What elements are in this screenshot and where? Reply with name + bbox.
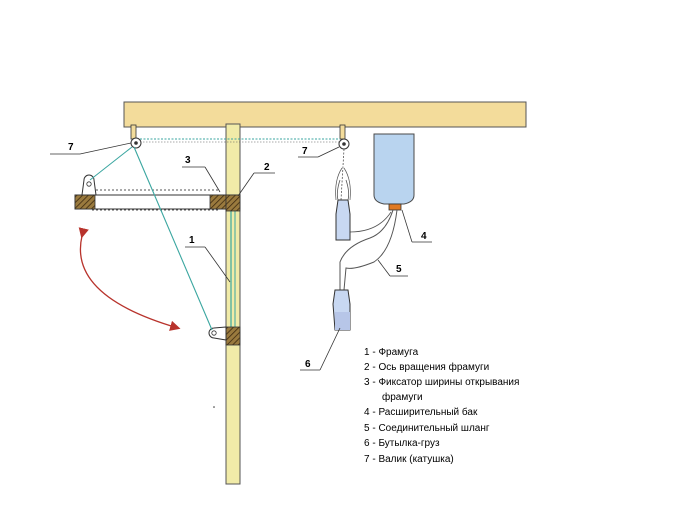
label-axis: 2 xyxy=(264,162,270,173)
legend-item-5: 5 - Соединительный шланг xyxy=(364,423,490,434)
legend-item-4: 4 - Расширительный бак xyxy=(364,406,478,418)
cable-to-bottle xyxy=(340,148,345,201)
cable-to-eye xyxy=(89,146,133,181)
upper-bottle xyxy=(335,199,351,241)
ceiling-beam xyxy=(123,101,527,128)
label-bottle: 6 xyxy=(305,359,311,370)
legend: 1 - Фрамуга 2 - Ось вращения фрамуги 3 -… xyxy=(364,347,519,465)
hose-upper xyxy=(345,211,392,233)
axis-block xyxy=(225,194,241,212)
legend-item-6: 6 - Бутылка-груз xyxy=(364,438,440,449)
label-fixer: 3 xyxy=(185,155,191,166)
label-roller-left: 7 xyxy=(68,142,74,153)
connecting-hose-b xyxy=(343,209,398,291)
expansion-tank xyxy=(373,133,415,205)
lower-eye xyxy=(208,326,227,341)
vertical-post xyxy=(225,123,241,485)
rotation-arrow xyxy=(78,227,181,331)
label-roller-right: 7 xyxy=(302,146,308,157)
cable-diagonal xyxy=(133,146,213,331)
legend-item-1: 1 - Фрамуга xyxy=(364,347,419,358)
lower-block xyxy=(225,326,241,346)
label-frame: 1 xyxy=(189,235,195,246)
label-hose: 5 xyxy=(396,264,402,275)
fixer-mid xyxy=(209,194,227,210)
legend-item-2: 2 - Ось вращения фрамуги xyxy=(364,361,489,373)
legend-item-3: 3 - Фиксатор ширины открывания xyxy=(364,377,519,388)
tank-neck xyxy=(388,203,402,211)
label-tank: 4 xyxy=(421,231,427,242)
connecting-hose xyxy=(339,209,394,290)
legend-item-3-cont: фрамуги xyxy=(382,391,423,403)
legend-item-7: 7 - Валик (катушка) xyxy=(364,454,454,465)
fixer-end-left xyxy=(74,194,96,210)
